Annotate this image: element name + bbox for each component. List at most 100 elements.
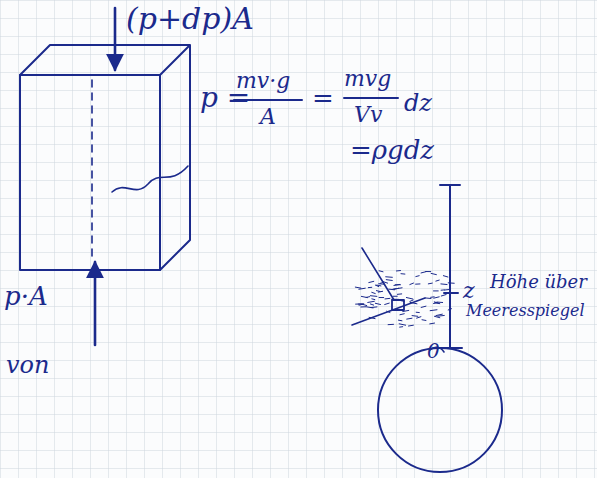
earth-circle (378, 348, 502, 472)
atmosphere-dash (407, 318, 412, 320)
atmosphere-dash (406, 298, 412, 299)
formula-term: =ρgdz (350, 136, 434, 166)
atmosphere-dash (408, 325, 413, 327)
atmosphere-dash (428, 283, 432, 285)
atmosphere-dash (448, 309, 451, 310)
atmosphere-dash (378, 291, 382, 293)
atmosphere-dash (436, 280, 439, 281)
pointer-line (362, 248, 394, 300)
atmosphere-dash (401, 300, 404, 302)
cube-front (20, 75, 160, 270)
pointer-line (352, 298, 425, 325)
note-text: von (6, 352, 49, 380)
atmosphere-dash (412, 315, 418, 317)
atmosphere-dash (368, 301, 375, 302)
atmosphere-dash (400, 314, 404, 315)
force-label: (p+dp)A (126, 2, 254, 37)
formula-term: mvg (344, 66, 391, 91)
atmosphere-dash (444, 289, 448, 290)
atmosphere-dash (398, 320, 402, 322)
atmosphere-dash (400, 326, 403, 327)
atmosphere-dash (368, 287, 371, 288)
atmosphere-dash (369, 281, 374, 282)
formula-term: dz (404, 90, 432, 118)
axis-label: Höhe über (490, 272, 587, 293)
atmosphere-dash (396, 270, 400, 271)
atmosphere-dash (386, 279, 392, 281)
atmosphere-dash (379, 297, 384, 298)
atmosphere-dash (397, 293, 401, 294)
atmosphere-dash (366, 307, 373, 308)
atmosphere-dash (410, 302, 417, 303)
atmosphere-dash (370, 304, 373, 305)
fraction-bar (344, 97, 398, 99)
atmosphere-dash (386, 276, 393, 278)
atmosphere-dash (355, 287, 361, 289)
formula-term: Vv (354, 102, 382, 127)
atmosphere-dash (416, 283, 420, 284)
atmosphere-dash (421, 306, 426, 307)
atmosphere-dash (434, 302, 438, 303)
atmosphere-dash (434, 316, 439, 317)
atmosphere-dash (425, 297, 431, 299)
atmosphere-dash (433, 290, 438, 291)
atmosphere-dash (375, 303, 380, 304)
atmosphere-dash (448, 282, 454, 283)
atmosphere-dash (410, 300, 413, 301)
atmosphere-dash (385, 303, 390, 304)
formula-term: A (260, 104, 276, 129)
atmosphere-dash (443, 276, 448, 277)
atmosphere-dash (359, 304, 364, 305)
atmosphere-dash (369, 317, 375, 318)
atmosphere-dash (431, 273, 436, 274)
atmosphere-dash (441, 283, 447, 285)
atmosphere-dash (389, 289, 395, 291)
atmosphere-dash (379, 270, 383, 272)
atmosphere-dash (416, 275, 419, 277)
atmosphere-dash (430, 323, 435, 325)
atmosphere-dash (383, 282, 387, 283)
atmosphere-dash (416, 312, 419, 313)
hidden-edge (91, 80, 93, 262)
atmosphere-dash (372, 292, 375, 293)
height-scale (440, 185, 462, 348)
atmosphere-dash (421, 272, 426, 273)
atmosphere-dash (388, 324, 393, 325)
atmosphere-dash (403, 310, 409, 311)
atmosphere-dash (431, 296, 434, 298)
axis-label: z (463, 278, 475, 303)
atmosphere-dash (370, 295, 377, 297)
atmosphere-dash (394, 284, 400, 286)
formula-term: mv·g (236, 68, 290, 93)
axis-label: Meeresspiegel (466, 302, 585, 320)
force-arrow-up (94, 262, 97, 345)
atmosphere-dash (392, 299, 399, 300)
atmosphere-dash (436, 314, 442, 315)
force-arrow-down (114, 8, 117, 70)
atmosphere-dash (387, 311, 390, 312)
atmosphere-dash (441, 295, 446, 296)
axis-label: 0 (427, 340, 440, 363)
atmosphere-dash (393, 296, 397, 297)
atmosphere-dash (422, 319, 426, 321)
atmosphere-dash (385, 298, 390, 300)
atmosphere-dash (380, 282, 383, 283)
leader-line (112, 166, 188, 192)
atmosphere-dash (399, 324, 405, 325)
atmosphere-dash (379, 283, 385, 284)
atmosphere-dash (435, 302, 440, 303)
atmosphere-shading (355, 271, 454, 328)
atmosphere-dash (375, 285, 378, 286)
atmosphere-dash (401, 273, 405, 274)
atmosphere-dash (430, 309, 437, 311)
atmosphere-dash (372, 298, 375, 300)
cube-edges (20, 45, 190, 270)
atmosphere-dash (417, 317, 421, 318)
force-label: p·A (4, 282, 48, 312)
atmosphere-dash (410, 283, 414, 284)
atmosphere-dash (441, 289, 444, 290)
atmosphere-dash (361, 306, 366, 307)
atmosphere-dash (361, 296, 367, 297)
formula-term: = (312, 84, 334, 114)
